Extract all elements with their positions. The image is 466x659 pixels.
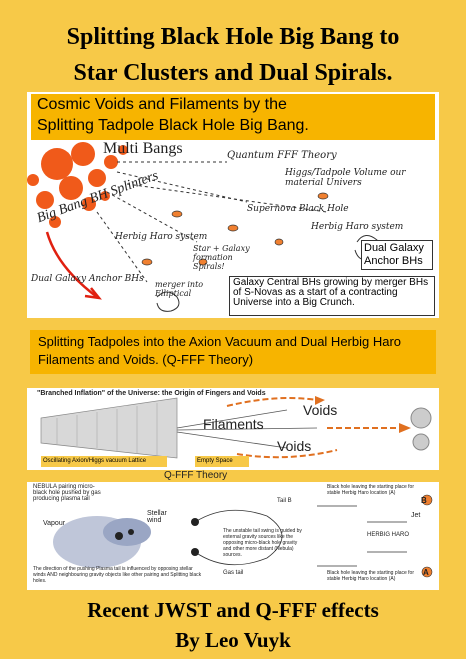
- herbig-haro-right-label: Herbig Haro system: [311, 222, 404, 232]
- nebula-pairing-text: NEBULA pairing micro-black hole pushed b…: [33, 484, 101, 502]
- branched-inflation-caption: "Branched Inflation" of the Universe: th…: [37, 390, 266, 397]
- nebula-pairing-panel: NEBULA pairing micro-black hole pushed b…: [27, 482, 439, 590]
- supernova-label: Supernova Black Hole: [247, 204, 349, 214]
- voids-bottom-label: Voids: [277, 438, 312, 454]
- unstable-tail-text: The unstable tail swing is guided by ext…: [223, 528, 302, 558]
- tail-b-label: Tail B: [277, 498, 292, 504]
- herbig-haro-left-label: Herbig Haro system: [115, 232, 208, 242]
- vacuum-lattice-label: Oscillating Axion/Higgs vacuum Lattice: [41, 456, 167, 467]
- quantum-fff-label: Quantum FFF Theory: [227, 150, 337, 161]
- central-bh-box: Galaxy Central BHs growing by merger BHs…: [229, 276, 435, 316]
- tail-direction-text: The direction of the pushing Plasma tail…: [33, 566, 202, 584]
- herbig-haro-label: HERBIG HARO: [367, 532, 410, 538]
- filaments-label: Filaments: [203, 416, 264, 432]
- nebula-sketch: [53, 494, 433, 578]
- cover-title-line1: Splitting Black Hole Big Bang to: [66, 24, 400, 50]
- empty-space-label: Empty Space: [195, 456, 249, 467]
- cosmic-voids-banner-line2: Splitting Tadpole Black Hole Big Bang.: [37, 117, 309, 134]
- cover-subtitle: Recent JWST and Q-FFF effects: [87, 598, 379, 622]
- star-galaxy-label: Star + Galaxy formation Spirals!: [193, 244, 250, 271]
- cosmic-voids-banner: Cosmic Voids and Filaments by the Splitt…: [31, 94, 435, 140]
- merger-label: merger into Elliptical: [155, 280, 204, 298]
- cosmic-voids-banner-line1: Cosmic Voids and Filaments by the: [37, 96, 287, 113]
- dual-galaxy-anchor-left-label: Dual Galaxy Anchor BHs: [31, 274, 144, 284]
- splinter-sketch: [27, 142, 410, 312]
- jet-label: Jet: [411, 512, 421, 519]
- dual-galaxy-anchor-box: Dual Galaxy Anchor BHs: [361, 240, 433, 270]
- black-hole-bottom-text: Black hole leaving the starting place fo…: [327, 570, 414, 582]
- cover-title-line2: Star Clusters and Dual Spirals.: [73, 60, 393, 86]
- black-hole-top-text: Black hole leaving the starting place fo…: [327, 484, 414, 496]
- letter-a: A: [423, 568, 429, 577]
- filaments-sketch: [40, 396, 432, 459]
- voids-top-label: Voids: [303, 402, 338, 418]
- gas-tail-label: Gas tail: [223, 570, 244, 576]
- big-bang-diagram-panel: Cosmic Voids and Filaments by the Splitt…: [27, 92, 439, 318]
- multi-bangs-label: Multi Bangs: [103, 140, 183, 157]
- splitting-tadpoles-banner: Splitting Tadpoles into the Axion Vacuum…: [30, 330, 436, 374]
- filaments-voids-panel: "Branched Inflation" of the Universe: th…: [27, 388, 439, 470]
- qfff-label: Q-FFF Theory: [164, 470, 228, 481]
- vapour-label: Vapour: [43, 520, 66, 527]
- higgs-label: Higgs/Tadpole Volume our material Univer…: [285, 168, 406, 188]
- letter-b: B: [421, 496, 427, 505]
- cover-author: By Leo Vuyk: [175, 628, 291, 652]
- stellar-wind-label: Stellar wind: [147, 510, 167, 524]
